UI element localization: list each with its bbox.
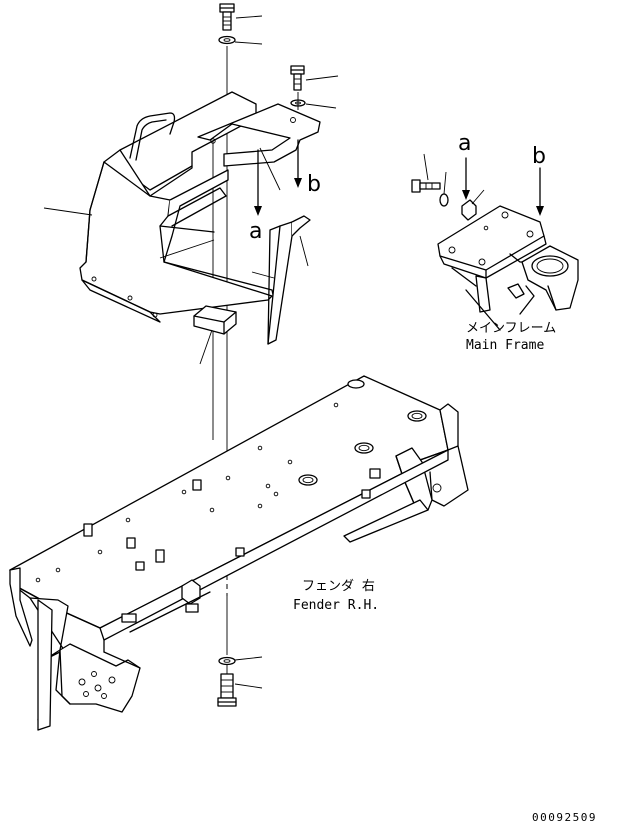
rubber-strip (267, 215, 311, 345)
leader-lines-left (43, 15, 339, 365)
bottom-washer (218, 656, 236, 666)
cover-assembly (79, 91, 276, 323)
top-bolt (219, 3, 235, 31)
label-ref-a-detail: a (458, 131, 471, 156)
label-ref-b-left: b (307, 172, 321, 197)
arrow-a-left (254, 149, 262, 216)
mounting-bracket (197, 103, 321, 167)
drawing-number: 00092509 (532, 811, 597, 824)
label-fender-en: Fender R.H. (293, 598, 379, 613)
label-main-frame-jp: メインフレーム (466, 321, 556, 336)
label-fender-jp: フェンダ 右 (302, 579, 375, 594)
label-main-frame-en: Main Frame (466, 338, 544, 353)
leader-lines-bottom (234, 656, 263, 689)
rubber-pad (193, 305, 237, 335)
arrow-b-left (294, 139, 302, 188)
fender-frame (9, 375, 469, 731)
detail-view-main-frame (411, 153, 579, 331)
bottom-bolt (217, 673, 237, 707)
top-washer (218, 35, 236, 45)
label-ref-b-detail: b (532, 144, 546, 169)
label-ref-a-left: a (249, 219, 262, 244)
bracket-bolt (290, 65, 305, 91)
